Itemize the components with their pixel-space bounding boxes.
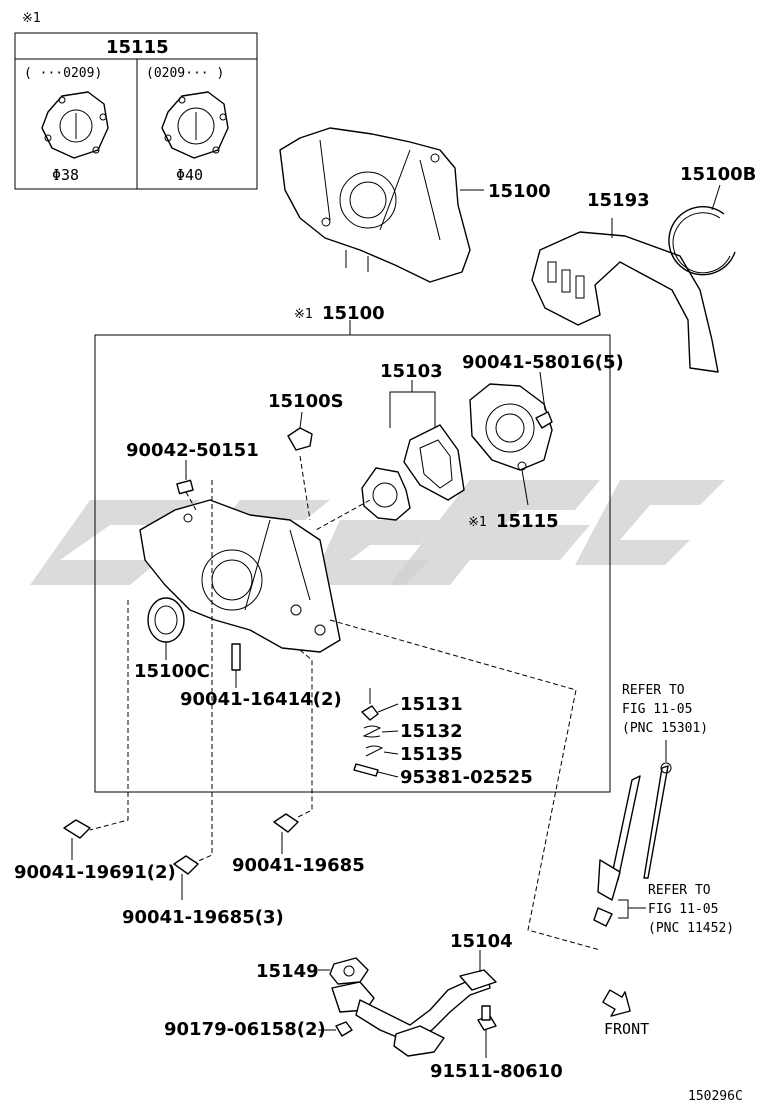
- snap-ring-15100B: [668, 184, 736, 276]
- ref2-line1: REFER TO: [648, 883, 711, 898]
- label-95381-02525: 95381-02525: [400, 767, 533, 788]
- label-15149: 15149: [256, 961, 319, 982]
- nut-90179-06158: [318, 1021, 353, 1037]
- oil-seal-15100C: [147, 597, 185, 660]
- bolt-91511-80610: [477, 1005, 497, 1058]
- label-15100-top: 15100: [488, 181, 551, 202]
- oil-level-gauge-guide: [593, 740, 672, 927]
- oil-pump-assembly-top: [279, 127, 484, 283]
- oil-seal-15100S: [287, 411, 313, 451]
- label-15115-mark: ※1: [468, 515, 487, 530]
- inset-title: 15115: [106, 37, 169, 58]
- label-90041-19685: 90041-19685: [232, 855, 365, 876]
- gasket-15149: [318, 957, 369, 985]
- inset-right-range: (0209··· ): [146, 66, 224, 81]
- label-90041-16414: 90041-16414(2): [180, 689, 342, 710]
- label-15135: 15135: [400, 744, 463, 765]
- ref1-line1: REFER TO: [622, 683, 685, 698]
- leader-bolt-right: [295, 649, 313, 819]
- label-15115: 15115: [496, 511, 559, 532]
- leader-bolt-mid: [195, 480, 213, 863]
- label-15132: 15132: [400, 721, 463, 742]
- inset-right-size: Φ40: [176, 166, 203, 184]
- ref1-line3: (PNC 15301): [622, 721, 708, 736]
- ref2-line2: FIG 11-05: [648, 902, 718, 917]
- label-90179-06158: 90179-06158(2): [164, 1019, 326, 1040]
- box-title: 15100: [322, 303, 385, 324]
- assembly-box: [94, 334, 611, 793]
- label-90042-50151: 90042-50151: [126, 440, 259, 461]
- label-15193: 15193: [587, 190, 650, 211]
- diagram-id: 150296C: [688, 1089, 743, 1104]
- bolt-90041-19685-3: [173, 855, 199, 900]
- box-title-mark: ※1: [294, 307, 313, 322]
- leader-bolt-left: [89, 600, 129, 831]
- leader-strainer: [329, 619, 601, 951]
- inset-left-size: Φ38: [52, 166, 79, 184]
- label-15103: 15103: [380, 361, 443, 382]
- label-15100B: 15100B: [680, 164, 756, 185]
- label-90041-19685-3: 90041-19685(3): [122, 907, 284, 928]
- bolt-90041-19685: [273, 813, 299, 854]
- label-15100C: 15100C: [134, 661, 210, 682]
- label-91511-80610: 91511-80610: [430, 1061, 563, 1082]
- cover-plate-38: [41, 91, 109, 159]
- oil-strainer-15104: [331, 950, 497, 1057]
- stud-90041-16414: [231, 643, 241, 688]
- label-15104: 15104: [450, 931, 513, 952]
- cover-plate-40: [161, 91, 229, 159]
- label-90041-58016: 90041-58016(5): [462, 352, 624, 373]
- bracket-15193: [531, 218, 719, 373]
- front-label: FRONT: [604, 1020, 649, 1038]
- inset-left-range: ( ···0209): [24, 66, 102, 81]
- pin-90042-50151: [176, 460, 194, 495]
- label-15100S: 15100S: [268, 391, 344, 412]
- note-mark: ※1: [22, 11, 41, 26]
- relief-valve-parts: [353, 688, 399, 778]
- ref1-line2: FIG 11-05: [622, 702, 692, 717]
- front-arrow-icon: [602, 989, 631, 1017]
- ref2-line3: (PNC 11452): [648, 921, 734, 936]
- bolt-90041-19691: [63, 819, 91, 860]
- refer-note-2: REFER TO FIG 11-05 (PNC 11452): [648, 883, 734, 936]
- refer-note-1: REFER TO FIG 11-05 (PNC 15301): [622, 683, 708, 736]
- inset-box-15115: 15115 ( ···0209) (0209··· ) Φ38 Φ40: [14, 32, 258, 190]
- gear-set-15103: [361, 380, 465, 521]
- label-15131: 15131: [400, 694, 463, 715]
- label-90041-19691: 90041-19691(2): [14, 862, 176, 883]
- oil-pump-body: [139, 455, 371, 653]
- pump-cover-plate: [469, 371, 553, 506]
